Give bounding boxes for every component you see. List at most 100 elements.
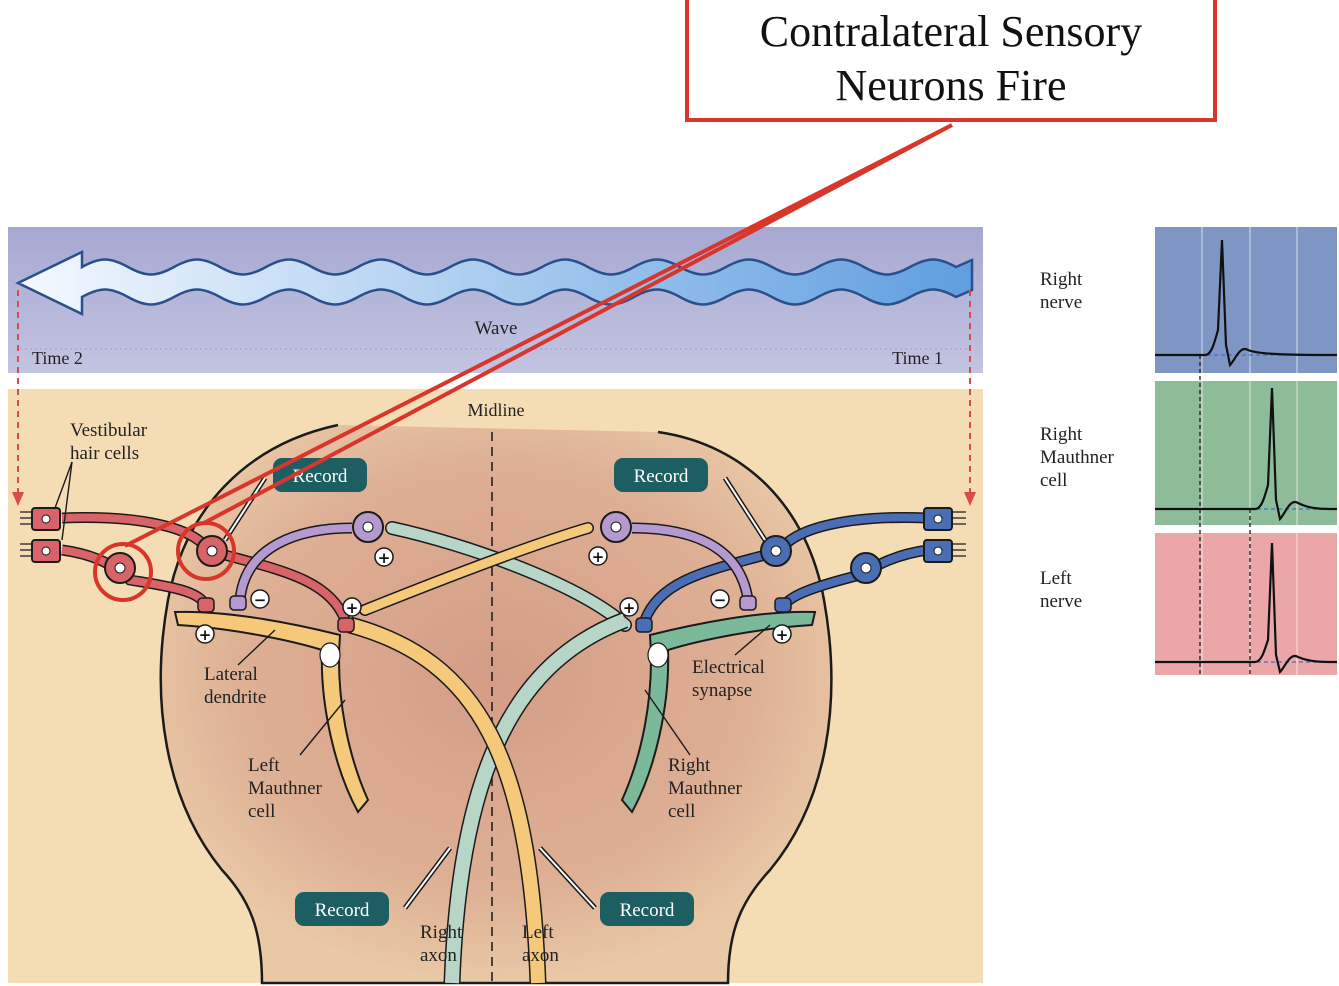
minus-sign-1 [250,589,270,609]
record-box-bottom-left: Record [295,892,389,926]
purple-terminal-left [229,595,247,611]
plus-sign-1 [374,547,394,567]
plus-sign-2 [342,597,362,617]
right-mauthner-label-3: cell [668,801,695,822]
leader-lateral [237,629,276,666]
plus-text-1: + [378,549,391,567]
trace-label-right-nerve-1: Right [1040,269,1083,290]
blue-nucleus-1 [770,545,782,557]
record-label-1: Record [293,466,348,487]
time2-label: Time 2 [32,348,83,368]
lateral-label-1: Lateral [204,664,258,685]
trace-right-mauthner [1155,387,1338,522]
trace-time-markers [1199,355,1251,675]
record-box-top-left: Record [273,458,367,492]
time1-label: Time 1 [892,348,943,368]
electrode-bottom-right-shaft [539,847,596,909]
left-mauthner-cell [173,610,370,814]
hair-cell-3-nucleus [933,514,943,524]
electrode-bottom-left-shaft [404,847,451,909]
trace-label-right-mauthner-3: cell [1040,470,1067,491]
red-terminal-1 [197,597,215,613]
record-box-top-right: Record [614,458,708,492]
minus-sign-2 [710,589,730,609]
plus-text-3: + [199,626,212,644]
left-vestibular-neurons [20,507,355,633]
brainstem-outline [159,423,833,985]
record-label-3: Record [315,900,370,921]
red-nucleus-1 [206,545,218,557]
left-mauthner-label-2: Mauthner [248,778,323,799]
diagram-labels: Vestibular hair cells Lateral dendrite L… [70,420,765,966]
wave-label: Wave [475,318,518,339]
record-box-bg-2 [614,458,708,492]
plus-text-4: + [592,548,605,566]
left-axon-label-2: axon [522,945,559,966]
left-axon [348,618,545,984]
hair-bundles-left [20,511,32,557]
right-axon-label-2: axon [420,945,457,966]
brain-region: Midline [8,290,983,985]
purple-nucleus-right [610,521,622,533]
plus-sign-5 [619,597,639,617]
purple-interneurons [229,511,757,611]
vestibular-label-1: Vestibular [70,420,148,441]
purple-fiber-left [236,524,353,601]
electrical-label-2: synapse [692,680,752,701]
leader-lines [54,461,771,756]
blue-nucleus-2 [860,562,872,574]
hair-bundles-right [952,511,966,557]
highlight-annotations [93,123,953,602]
trace-label-left-nerve-2: nerve [1040,591,1082,612]
highlight-circle-1 [93,542,153,602]
leader-electrical [734,624,771,656]
hair-cell-2-nucleus [41,546,51,556]
minus-text-2: − [714,591,727,609]
electrodes [222,476,768,910]
vestibular-label-2: hair cells [70,443,139,464]
blue-terminal-1 [774,597,792,613]
leader-hair-1 [54,461,73,509]
time1-arrowhead [964,492,976,506]
plus-sign-6 [772,624,792,644]
red-terminal-2 [337,617,355,633]
midline-label: Midline [468,400,525,420]
left-mauthner-label-3: cell [248,801,275,822]
trace-label-right-nerve-2: nerve [1040,292,1082,313]
record-box-bottom-right: Record [600,892,694,926]
callout-line-2: Neurons Fire [835,61,1067,110]
plus-text-6: + [776,626,789,644]
trace-right-nerve [1155,239,1338,368]
right-mauthner-label-2: Mauthner [668,778,743,799]
plus-text-5: + [623,599,636,617]
plus-text-2: + [346,599,359,617]
purple-fiber-right [631,524,752,601]
trace-panel-right-nerve [1155,227,1337,373]
leader-hair-2 [61,461,73,541]
hair-cell-4-nucleus [933,546,943,556]
purple-nucleus-left [362,521,374,533]
right-axon-label-1: Right [420,922,463,943]
record-box-bg-4 [600,892,694,926]
blue-fiber-3 [641,551,767,622]
trace-label-right-mauthner-1: Right [1040,424,1083,445]
electrical-label-1: Electrical [692,657,765,678]
right-axon [445,613,628,984]
teal-crossing-fiber [386,522,631,631]
record-label-4: Record [620,900,675,921]
callout-box: Contralateral Sensory Neurons Fire [685,0,1217,122]
synapse-signs: + + + − + + − + [195,546,792,644]
wave-arrow [15,250,974,316]
record-label-2: Record [634,466,689,487]
left-mauthner-label-1: Left [248,755,280,776]
electrode-top-right-shaft [724,477,766,541]
leader-left-mauthner [299,699,346,756]
plus-sign-3 [195,624,215,644]
red-fiber-3 [223,551,349,622]
trace-left-nerve [1155,542,1338,675]
trace-label-column [1023,227,1155,675]
minus-text-1: − [254,591,267,609]
left-axon-label-1: Left [522,922,554,943]
trace-label-left-nerve-1: Left [1040,568,1072,589]
